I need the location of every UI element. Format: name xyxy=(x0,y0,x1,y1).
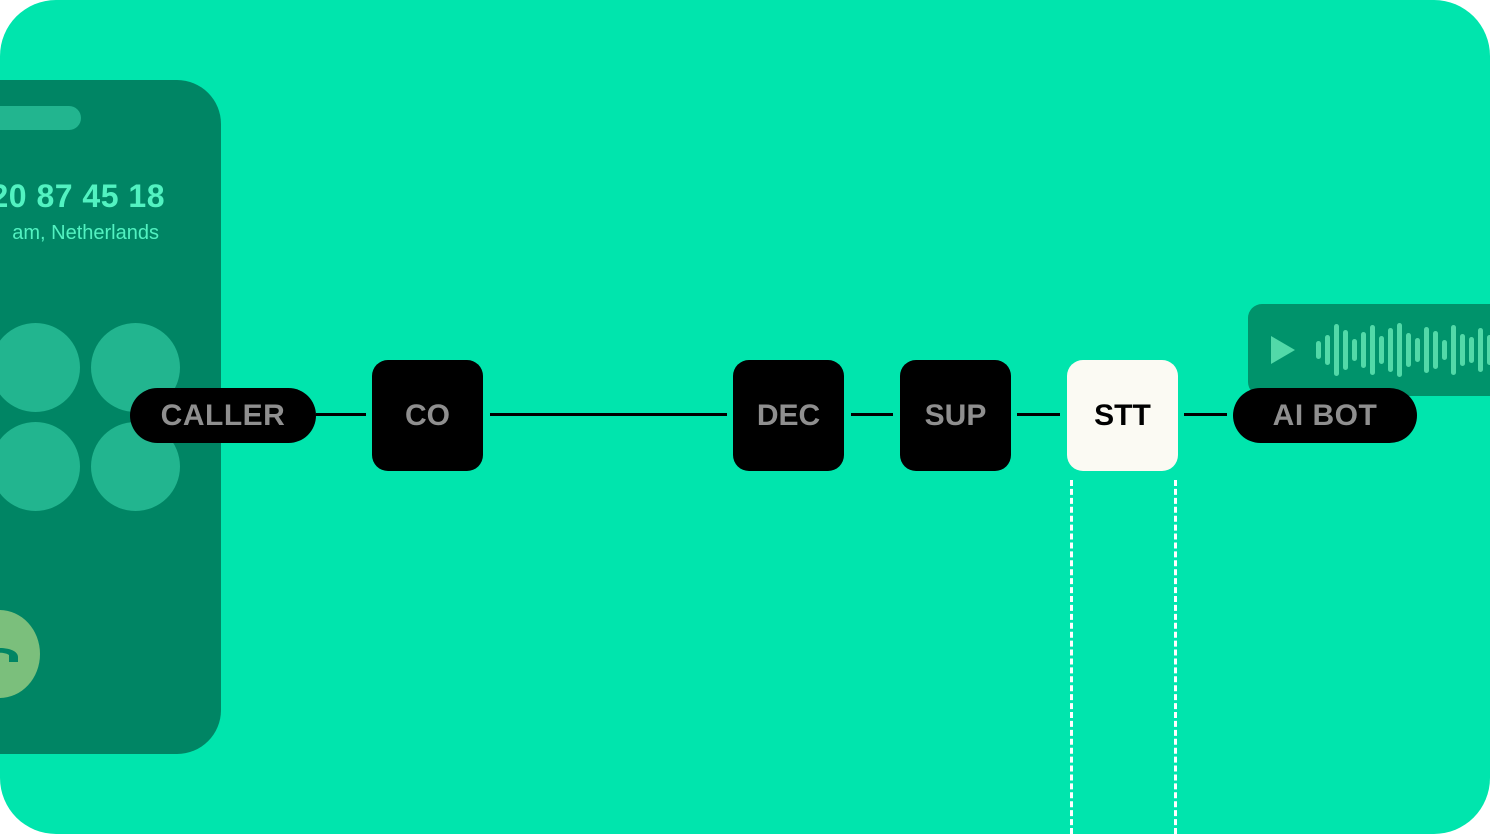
waveform-bar xyxy=(1343,330,1348,370)
connector-co-dec xyxy=(490,413,727,416)
waveform-bar xyxy=(1487,335,1490,365)
waveform-bar xyxy=(1478,328,1483,372)
phone-location: am, Netherlands xyxy=(12,222,159,244)
waveform-bar xyxy=(1406,333,1411,367)
waveform-bar xyxy=(1442,340,1447,360)
connector-caller-co xyxy=(316,413,366,416)
keypad-button[interactable] xyxy=(0,422,80,511)
keypad-button[interactable] xyxy=(0,323,80,412)
stt-guide-right xyxy=(1174,480,1177,834)
stt-guide-left xyxy=(1070,480,1073,834)
connector-stt-ai-bot xyxy=(1184,413,1227,416)
node-dec[interactable]: DEC xyxy=(733,360,844,471)
waveform-icon xyxy=(1316,323,1490,377)
waveform-bar xyxy=(1397,323,1402,377)
node-co[interactable]: CO xyxy=(372,360,483,471)
waveform-bar xyxy=(1316,341,1321,359)
waveform-bar xyxy=(1352,339,1357,361)
waveform-bar xyxy=(1415,338,1420,362)
play-icon xyxy=(1271,336,1295,364)
phone-status-pill xyxy=(0,106,81,130)
waveform-bar xyxy=(1370,325,1375,375)
waveform-bar xyxy=(1334,324,1339,376)
waveform-bar xyxy=(1460,334,1465,366)
waveform-bar xyxy=(1388,328,1393,372)
waveform-bar xyxy=(1451,325,1456,375)
node-sup[interactable]: SUP xyxy=(900,360,1011,471)
node-caller[interactable]: CALLER xyxy=(130,388,316,443)
hangup-button[interactable] xyxy=(0,610,40,698)
waveform-bar xyxy=(1433,331,1438,369)
node-stt[interactable]: STT xyxy=(1067,360,1178,471)
waveform-bar xyxy=(1469,337,1474,363)
node-ai-bot[interactable]: AI BOT xyxy=(1233,388,1417,443)
waveform-bar xyxy=(1379,336,1384,364)
connector-dec-sup xyxy=(851,413,893,416)
waveform-bar xyxy=(1361,332,1366,368)
phone-number: 20 87 45 18 xyxy=(0,178,165,214)
connector-sup-stt xyxy=(1017,413,1060,416)
audio-message-card[interactable] xyxy=(1248,304,1490,396)
waveform-bar xyxy=(1325,335,1330,365)
waveform-bar xyxy=(1424,327,1429,373)
phone-hangup-icon xyxy=(0,648,18,662)
